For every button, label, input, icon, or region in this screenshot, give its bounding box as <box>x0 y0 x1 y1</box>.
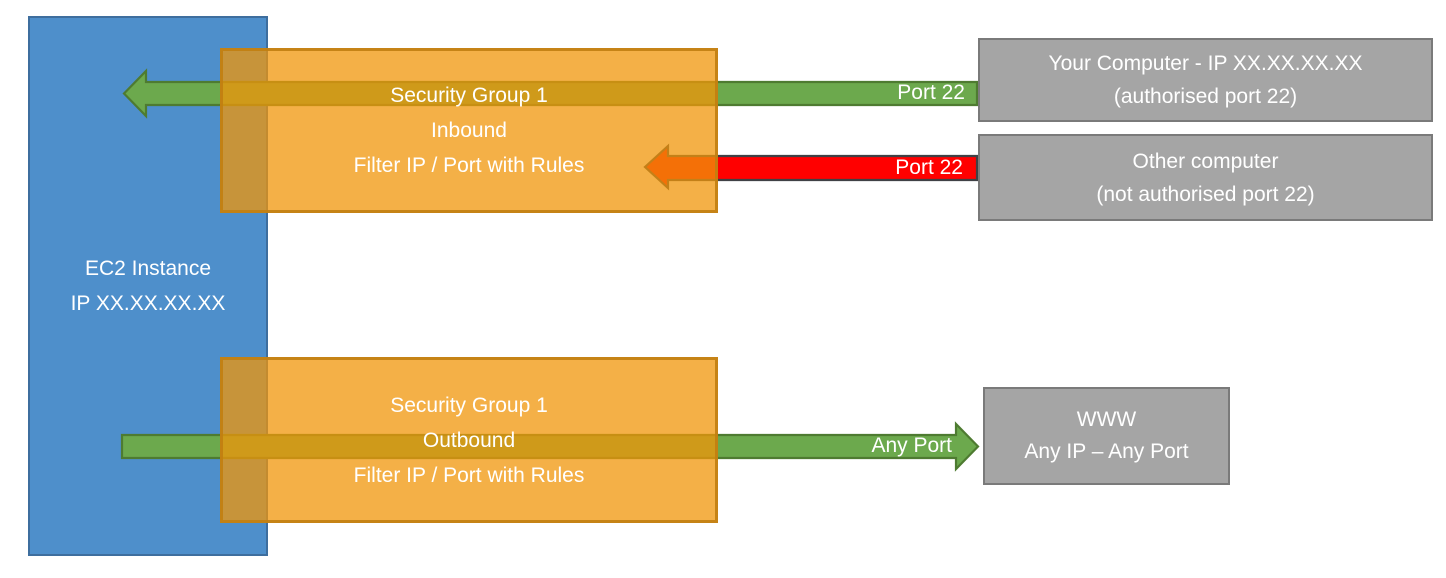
inbound-blocked-port-label: Port 22 <box>895 156 963 179</box>
www-note: Any IP – Any Port <box>1024 440 1189 463</box>
www-box: WWW Any IP – Any Port <box>983 387 1230 485</box>
security-group-outbound-box: Security Group 1 Outbound Filter IP / Po… <box>220 357 718 523</box>
sg-outbound-title: Security Group 1 <box>390 393 548 417</box>
inbound-allowed-port-label: Port 22 <box>897 81 965 104</box>
other-computer-title: Other computer <box>1132 149 1279 173</box>
your-computer-note: (authorised port 22) <box>1113 85 1298 108</box>
security-group-inbound-box: Security Group 1 Inbound Filter IP / Por… <box>220 48 718 213</box>
your-computer-title: Your Computer - IP XX.XX.XX.XX <box>1048 52 1363 75</box>
outbound-port-label: Any Port <box>871 434 952 457</box>
sg-outbound-direction: Outbound <box>422 428 516 452</box>
sg-inbound-direction: Inbound <box>431 119 507 142</box>
www-title: WWW <box>1076 408 1137 431</box>
other-computer-note: (not authorised port 22) <box>1096 182 1315 206</box>
sg-outbound-rule: Filter IP / Port with Rules <box>353 463 585 487</box>
ec2-instance-ip: IP XX.XX.XX.XX <box>70 292 226 315</box>
sg-inbound-rule: Filter IP / Port with Rules <box>353 154 585 177</box>
ec2-instance-title: EC2 Instance <box>84 257 212 280</box>
sg-inbound-title: Security Group 1 <box>390 84 548 107</box>
other-computer-box: Other computer (not authorised port 22) <box>978 134 1433 221</box>
your-computer-box: Your Computer - IP XX.XX.XX.XX (authoris… <box>978 38 1433 122</box>
